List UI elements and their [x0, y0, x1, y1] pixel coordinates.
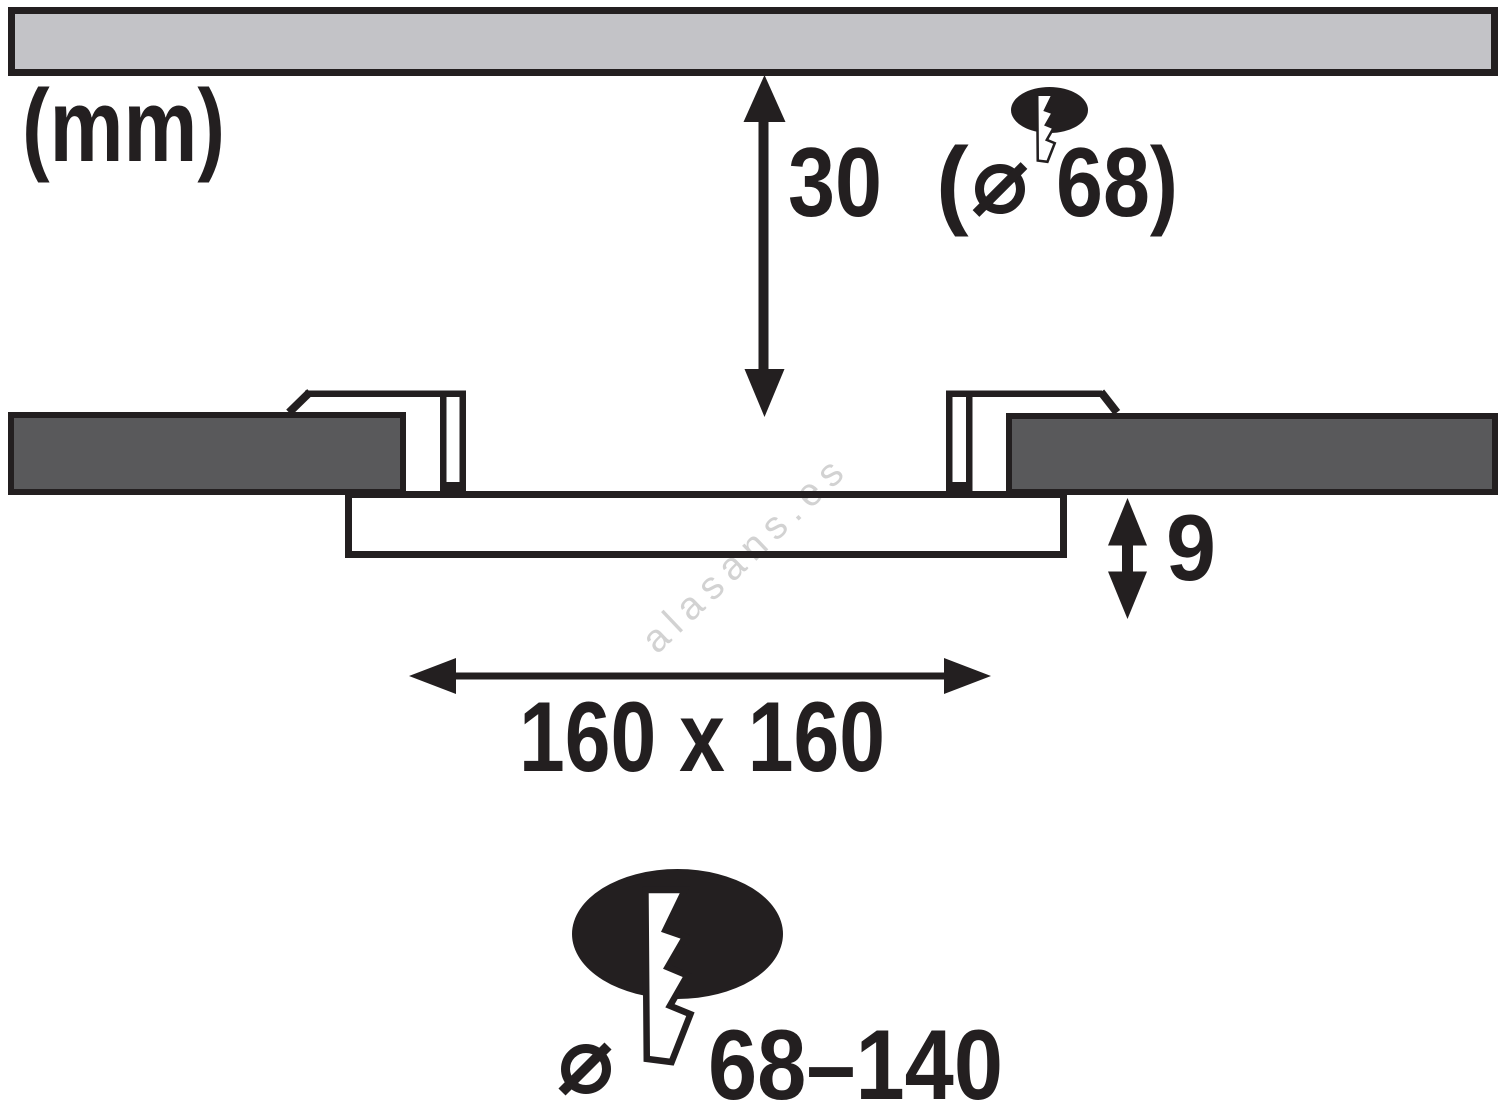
svg-text:30: 30 [788, 127, 882, 237]
svg-text:68–140: 68–140 [708, 1009, 1003, 1120]
svg-text:160 x 160: 160 x 160 [519, 681, 885, 792]
svg-text:(: ( [936, 127, 969, 237]
svg-text:9: 9 [1166, 495, 1216, 600]
svg-text:(mm): (mm) [22, 68, 225, 183]
svg-text:68): 68) [1056, 127, 1178, 237]
